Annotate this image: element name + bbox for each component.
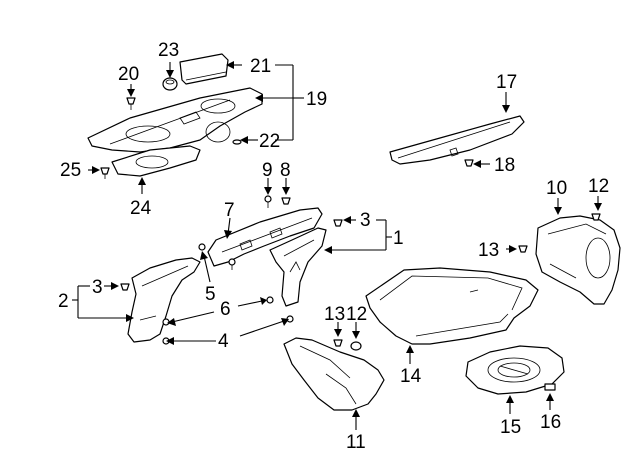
leader-7 (224, 217, 232, 239)
callout-17: 17 (496, 72, 517, 93)
callout-24: 24 (130, 198, 152, 219)
spare-tire-cover (465, 345, 565, 395)
leader-4 (166, 318, 289, 345)
callout-13-left: 13 (324, 304, 345, 325)
callout-16: 16 (540, 412, 561, 433)
leader-25 (88, 166, 100, 174)
callout-1: 1 (393, 228, 404, 249)
callout-6: 6 (220, 299, 231, 320)
trunk-back-trim (207, 207, 323, 267)
lower-tray-panel (111, 145, 201, 177)
left-side-trim (127, 257, 201, 343)
clip-13-left (333, 339, 343, 347)
callout-8: 8 (280, 160, 291, 181)
leader-12-right (594, 196, 602, 211)
callout-2: 2 (58, 291, 69, 312)
leader-6 (167, 297, 267, 326)
callout-18: 18 (494, 155, 515, 176)
leader-23 (166, 62, 174, 78)
callout-3-left: 3 (92, 277, 103, 298)
leader-20 (127, 84, 135, 97)
leader-11 (352, 409, 360, 430)
cap-23 (162, 77, 178, 91)
leader-15 (506, 395, 514, 414)
callout-12-right: 12 (588, 176, 609, 197)
callout-23: 23 (158, 40, 179, 61)
leader-16 (546, 393, 554, 410)
callout-15: 15 (500, 417, 521, 438)
callout-12-left: 12 (346, 304, 367, 325)
leader-bracket-1 (324, 216, 392, 254)
clip-13-right (518, 245, 528, 253)
clip-22 (232, 139, 242, 145)
clip-8 (281, 197, 291, 205)
callout-4: 4 (218, 331, 229, 352)
leader-13-left (334, 322, 342, 337)
leader-18 (473, 160, 490, 168)
leader-9 (264, 178, 272, 195)
callout-14: 14 (400, 366, 422, 387)
callout-3-right: 3 (360, 210, 371, 231)
callout-19: 19 (306, 89, 327, 110)
rear-shelf-panel (389, 115, 525, 165)
clip-20 (126, 97, 136, 110)
trim-cover (179, 53, 229, 85)
leader-14 (406, 345, 414, 364)
callout-13-right: 13 (478, 240, 499, 261)
trunk-corner-trim (283, 337, 385, 411)
right-side-trim (269, 227, 327, 307)
callout-11: 11 (346, 432, 366, 453)
leader-10 (554, 198, 562, 215)
leader-bracket-19 (226, 61, 304, 144)
callout-20: 20 (118, 64, 139, 85)
package-tray-trim (87, 87, 263, 153)
screw-5 (198, 243, 236, 270)
leader-12-left (352, 322, 360, 339)
nut-12-left (350, 341, 362, 351)
callout-21: 21 (250, 56, 271, 77)
trunk-floor-mat (365, 267, 539, 345)
screw-9 (264, 195, 272, 208)
callout-10: 10 (546, 178, 567, 199)
clip-16 (544, 383, 556, 391)
callout-5: 5 (205, 284, 216, 305)
callout-7: 7 (224, 200, 235, 221)
callout-25: 25 (60, 160, 81, 181)
clip-25 (100, 167, 110, 179)
leader-17 (502, 92, 510, 113)
callout-9: 9 (262, 160, 273, 181)
right-quarter-trim (535, 215, 621, 305)
leader-24 (138, 177, 146, 194)
leader-13-right (506, 245, 517, 253)
clip-3-left (120, 283, 130, 291)
clip-3-right (333, 219, 343, 227)
clip-18 (464, 159, 474, 167)
leader-5 (200, 251, 211, 283)
leader-8 (282, 178, 290, 195)
leader-bracket-2 (72, 282, 134, 322)
clip-12-right (591, 213, 601, 221)
callout-22: 22 (259, 131, 280, 152)
